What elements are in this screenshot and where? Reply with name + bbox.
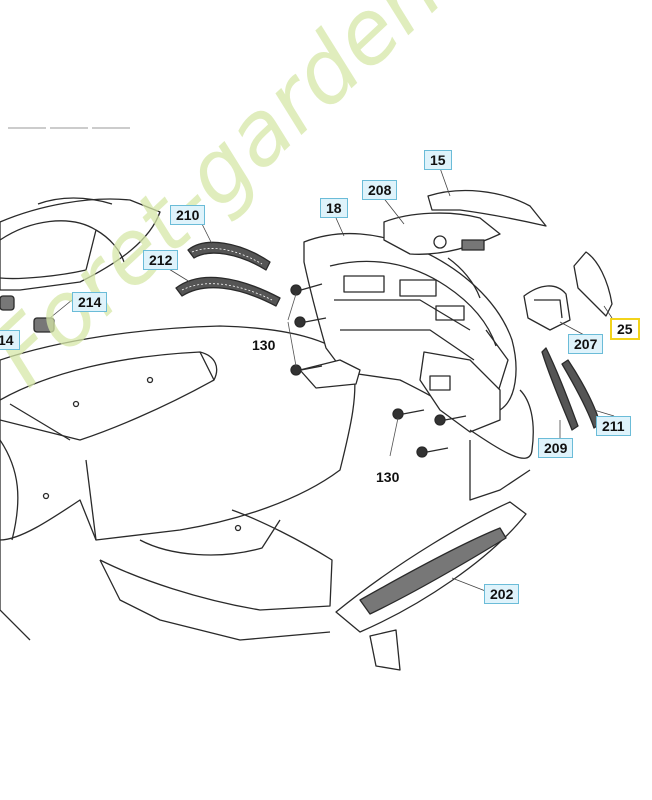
label-130-lower: 130 bbox=[376, 469, 400, 485]
callout-212: 212 bbox=[143, 250, 179, 270]
part-214-clips bbox=[0, 295, 55, 333]
callout-25: 25 bbox=[610, 318, 640, 340]
part-202-panel bbox=[335, 501, 527, 633]
callout-18: 18 bbox=[320, 198, 348, 218]
callout-14: 14 bbox=[0, 330, 20, 350]
part-25-bracket bbox=[573, 251, 613, 317]
part-14-bonnet bbox=[0, 325, 356, 641]
lower-bracket bbox=[369, 629, 401, 671]
callout-202: 202 bbox=[484, 584, 520, 604]
part-207-bracket bbox=[523, 285, 571, 331]
part-210-grille bbox=[187, 241, 271, 271]
part-212-grille bbox=[175, 276, 281, 307]
callout-208: 208 bbox=[362, 180, 398, 200]
callout-207: 207 bbox=[568, 334, 604, 354]
part-130-screws-lower bbox=[389, 408, 467, 458]
part-130-screws-upper bbox=[287, 283, 327, 376]
callout-15: 15 bbox=[424, 150, 452, 170]
part-208-cover bbox=[383, 212, 501, 255]
part-211-strip bbox=[561, 359, 601, 429]
callout-211: 211 bbox=[596, 416, 631, 436]
part-15-cover bbox=[427, 189, 547, 227]
callout-209: 209 bbox=[538, 438, 574, 458]
label-130-upper: 130 bbox=[252, 337, 276, 353]
engine-cover-left bbox=[0, 197, 161, 291]
callout-210: 210 bbox=[170, 205, 206, 225]
callout-214: 214 bbox=[72, 292, 108, 312]
part-209-strip bbox=[541, 347, 579, 431]
